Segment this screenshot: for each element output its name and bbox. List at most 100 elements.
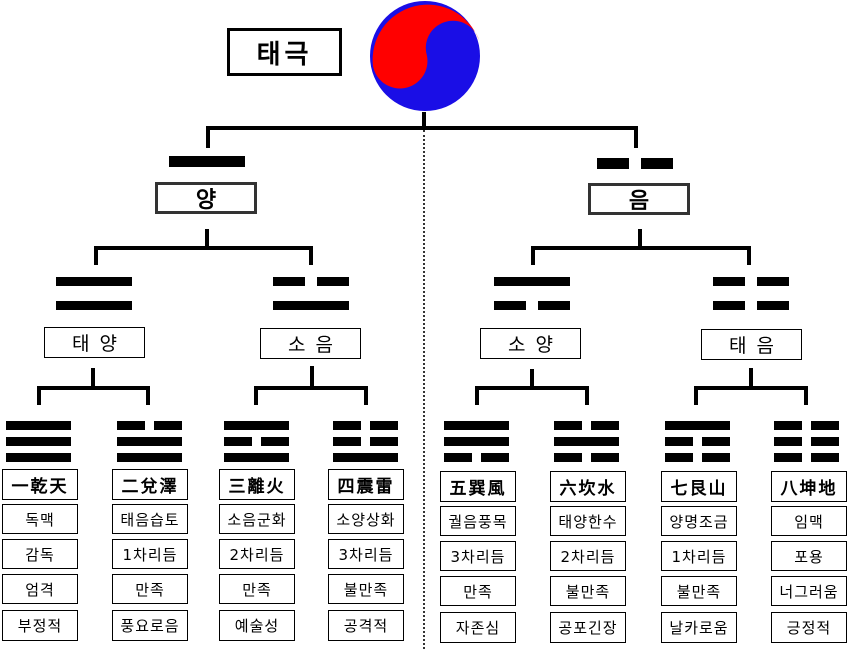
- yang-line: [554, 437, 619, 446]
- yang-line: [224, 453, 289, 462]
- attr-text: 2차리듬: [229, 545, 285, 564]
- soyang-box: 소양: [480, 328, 581, 359]
- attr-rhythm: 3차리듬: [440, 541, 516, 571]
- attr-text: 만족: [242, 580, 272, 599]
- yin-line-segment: [494, 301, 526, 310]
- yin-line-segment: [811, 421, 839, 430]
- yang-line: [56, 301, 132, 310]
- yin-line-segment: [224, 437, 252, 446]
- yang-line: [6, 421, 71, 430]
- yin-line-segment: [811, 437, 839, 446]
- taeeum-box: 태음: [701, 329, 802, 360]
- connector-drop: [37, 386, 41, 405]
- attr-rhythm: 1차리듬: [661, 541, 737, 571]
- trigram-name-box: 六坎水: [550, 471, 626, 502]
- attr-trait: 긍정적: [771, 612, 847, 643]
- taeyang-box: 태양: [44, 327, 145, 358]
- attr-text: 궐음풍목: [448, 512, 508, 531]
- yin-line-segment: [702, 453, 730, 462]
- attr-meridian: 양명조금: [661, 506, 737, 536]
- connector-stem: [422, 112, 426, 126]
- attr-text: 불만족: [565, 582, 611, 601]
- attr-meridian: 궐음풍목: [440, 506, 516, 536]
- yang-line: [224, 421, 289, 430]
- trigram-name-box: 八坤地: [771, 471, 847, 502]
- connector-drop: [206, 126, 210, 148]
- connector-drop: [804, 386, 808, 405]
- attr-satisfaction: 만족: [112, 574, 188, 604]
- connector-stem: [91, 368, 95, 386]
- attr-rhythm: 포용: [771, 541, 847, 571]
- yang-label: 양: [195, 188, 217, 213]
- attr-meridian: 임맥: [771, 506, 847, 536]
- attr-satisfaction: 불만족: [661, 576, 737, 606]
- attr-rhythm: 3차리듬: [328, 539, 404, 569]
- connector-drop: [254, 386, 258, 405]
- attr-rhythm: 1차리듬: [112, 539, 188, 569]
- yin-line-segment: [154, 421, 182, 430]
- yin-line-segment: [774, 453, 802, 462]
- attr-text: 예술성: [234, 617, 280, 635]
- connector-bar: [37, 386, 150, 390]
- attr-trait: 예술성: [219, 610, 295, 641]
- connector-stem: [749, 368, 753, 386]
- trigram-name: 一乾天: [11, 477, 69, 497]
- yin-line-segment: [591, 453, 619, 462]
- yin-line-segment: [641, 158, 673, 169]
- attr-rhythm: 2차리듬: [550, 541, 626, 571]
- connector-drop: [94, 246, 98, 265]
- yin-line-segment: [774, 421, 802, 430]
- attr-text: 양명조금: [669, 512, 729, 531]
- yin-line-segment: [757, 277, 789, 286]
- yin-line-segment: [702, 437, 730, 446]
- trigram-name: 六坎水: [559, 479, 617, 499]
- center-divider: [423, 130, 425, 649]
- yin-line-segment: [370, 437, 398, 446]
- connector-bar: [254, 386, 368, 390]
- trigram-name: 三離火: [228, 477, 286, 497]
- yin-box: 음: [588, 183, 690, 215]
- trigram-name: 二兌澤: [121, 477, 179, 497]
- trigram-name: 四震雷: [337, 477, 395, 497]
- yin-label: 음: [628, 189, 650, 214]
- connector-stem: [530, 369, 534, 386]
- taeyang-label: 태양: [72, 333, 127, 355]
- connector-stem: [638, 229, 642, 246]
- trigram-name-box: 三離火: [219, 469, 295, 500]
- attr-text: 공포긴장: [558, 619, 618, 637]
- attr-text: 2차리듬: [560, 547, 616, 566]
- attr-satisfaction: 만족: [219, 574, 295, 604]
- yang-line: [56, 277, 132, 286]
- connector-drop: [747, 246, 751, 265]
- attr-text: 1차리듬: [671, 547, 727, 566]
- yin-line-segment: [317, 277, 349, 286]
- yin-line-segment: [117, 421, 145, 430]
- attr-text: 부정적: [17, 617, 63, 635]
- trigram-name-box: 七艮山: [661, 471, 737, 502]
- attr-trait: 풍요로음: [112, 610, 188, 641]
- attr-text: 자존심: [455, 619, 501, 637]
- trigram-name: 八坤地: [780, 479, 838, 499]
- connector-drop: [364, 386, 368, 405]
- taeeum-label: 태음: [729, 335, 784, 357]
- attr-text: 날카로움: [669, 619, 729, 637]
- attr-satisfaction: 만족: [440, 576, 516, 606]
- yin-line-segment: [597, 158, 629, 169]
- yin-line-segment: [273, 277, 305, 286]
- attr-text: 만족: [463, 582, 493, 601]
- yin-line-segment: [333, 437, 361, 446]
- connector-bar: [694, 386, 808, 390]
- attr-trait: 날카로움: [661, 612, 737, 643]
- soeum-box: 소음: [260, 328, 361, 359]
- soeum-label: 소음: [288, 334, 343, 356]
- connector-drop: [531, 246, 535, 265]
- trigram-name-box: 一乾天: [2, 469, 78, 500]
- attr-rhythm: 2차리듬: [219, 539, 295, 569]
- root-label: 태극: [256, 39, 313, 70]
- attr-trait: 부정적: [2, 610, 78, 641]
- yang-line: [117, 453, 182, 462]
- connector-stem: [205, 229, 209, 246]
- attr-meridian: 소양상화: [328, 504, 404, 534]
- attr-meridian: 태양한수: [550, 506, 626, 536]
- connector-drop: [694, 386, 698, 405]
